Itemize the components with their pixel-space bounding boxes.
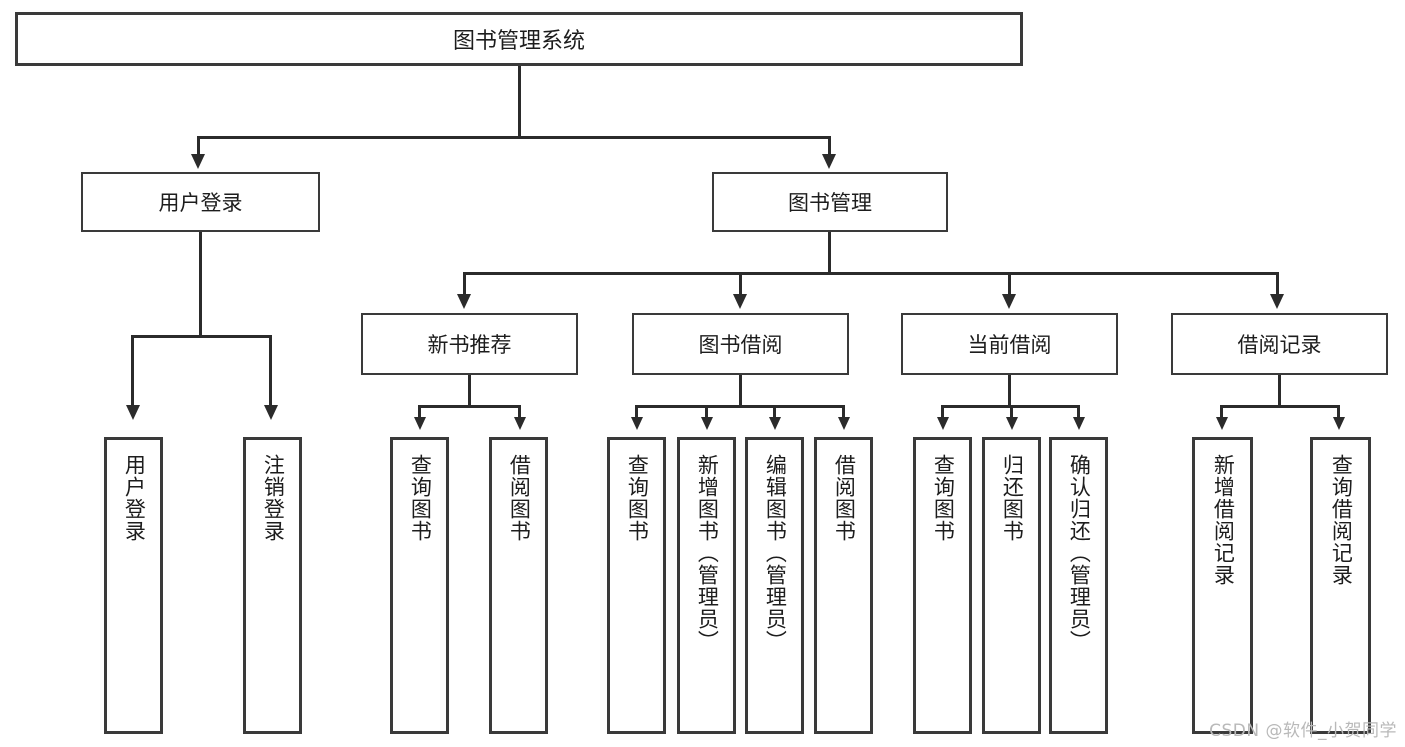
- arrow-root-to-user-login: [191, 154, 205, 169]
- connector-user-login-bar: [131, 335, 270, 338]
- connector-cb-stem: [1008, 375, 1011, 407]
- arrow-cb-to-leaf-1: [937, 417, 949, 430]
- connector-cb-drop-1: [941, 405, 944, 419]
- connector-br-drop-2: [1337, 405, 1340, 419]
- connector-book-management-bar: [463, 272, 1279, 275]
- connector-bb-stem: [739, 375, 742, 407]
- node-label: 图书管理系统: [452, 29, 585, 54]
- arrow-bb-to-leaf-1: [631, 417, 643, 430]
- node-new-book-recommend[interactable]: 新书推荐: [361, 313, 578, 375]
- connector-root-bar: [197, 136, 831, 139]
- connector-bm-drop-1: [463, 272, 466, 296]
- connector-root-to-user-login: [197, 136, 200, 156]
- arrow-bb-to-leaf-2: [701, 417, 713, 430]
- connector-bb-drop-4: [842, 405, 845, 419]
- node-book-management[interactable]: 图书管理: [712, 172, 948, 232]
- connector-nbr-bar: [418, 405, 521, 408]
- connector-nbr-drop-1: [418, 405, 421, 419]
- connector-bm-drop-2: [739, 272, 742, 296]
- leaf-label: 新增借阅记录: [1211, 454, 1236, 586]
- node-label: 借阅记录: [1237, 333, 1322, 357]
- connector-nbr-drop-2: [518, 405, 521, 419]
- node-user-login[interactable]: 用户登录: [81, 172, 320, 232]
- leaf-label: 确认归还（管理员）: [1067, 454, 1092, 652]
- leaf-br-query-record[interactable]: 查询借阅记录: [1310, 437, 1371, 734]
- connector-bb-drop-1: [635, 405, 638, 419]
- leaf-label: 查询图书: [931, 454, 956, 542]
- node-label: 图书管理: [788, 191, 872, 215]
- arrow-nbr-to-leaf-2: [514, 417, 526, 430]
- leaf-bb-edit-book-admin[interactable]: 编辑图书（管理员）: [745, 437, 804, 734]
- arrow-user-login-to-leaf-1: [126, 405, 140, 420]
- leaf-label: 查询图书: [625, 454, 650, 542]
- node-book-borrow[interactable]: 图书借阅: [632, 313, 849, 375]
- connector-bm-drop-3: [1008, 272, 1011, 296]
- arrow-bb-to-leaf-3: [769, 417, 781, 430]
- leaf-user-login-signin[interactable]: 用户登录: [104, 437, 163, 734]
- leaf-label: 归还图书: [1000, 454, 1025, 542]
- connector-bm-drop-4: [1276, 272, 1279, 296]
- connector-br-bar: [1220, 405, 1340, 408]
- leaf-label: 编辑图书（管理员）: [763, 454, 788, 652]
- arrow-root-to-book-management: [822, 154, 836, 169]
- leaf-cb-confirm-return-admin[interactable]: 确认归还（管理员）: [1049, 437, 1108, 734]
- arrow-bm-to-new-book-recommend: [457, 294, 471, 309]
- arrow-bm-to-borrow-record: [1270, 294, 1284, 309]
- leaf-br-add-record[interactable]: 新增借阅记录: [1192, 437, 1253, 734]
- leaf-cb-query-book[interactable]: 查询图书: [913, 437, 972, 734]
- leaf-nbr-borrow-book[interactable]: 借阅图书: [489, 437, 548, 734]
- connector-user-login-stem: [199, 232, 202, 337]
- leaf-label: 查询借阅记录: [1329, 454, 1354, 586]
- connector-cb-drop-3: [1077, 405, 1080, 419]
- connector-bb-drop-3: [773, 405, 776, 419]
- connector-br-drop-1: [1220, 405, 1223, 419]
- arrow-cb-to-leaf-2: [1006, 417, 1018, 430]
- leaf-label: 新增图书（管理员）: [695, 454, 720, 652]
- connector-root-stem: [518, 66, 521, 138]
- leaf-bb-borrow-book[interactable]: 借阅图书: [814, 437, 873, 734]
- connector-bb-drop-2: [705, 405, 708, 419]
- connector-cb-drop-2: [1010, 405, 1013, 419]
- leaf-user-login-signout[interactable]: 注销登录: [243, 437, 302, 734]
- arrow-bm-to-current-borrow: [1002, 294, 1016, 309]
- arrow-bm-to-book-borrow: [733, 294, 747, 309]
- connector-user-login-drop-2: [269, 335, 272, 407]
- connector-bb-bar: [635, 405, 845, 408]
- connector-user-login-drop-1: [131, 335, 134, 407]
- arrow-nbr-to-leaf-1: [414, 417, 426, 430]
- connector-book-management-stem: [828, 232, 831, 274]
- node-label: 当前借阅: [967, 333, 1052, 357]
- leaf-label: 查询图书: [408, 454, 433, 542]
- connector-nbr-stem: [468, 375, 471, 407]
- leaf-bb-query-book[interactable]: 查询图书: [607, 437, 666, 734]
- node-label: 新书推荐: [427, 333, 512, 357]
- node-label: 用户登录: [158, 191, 243, 215]
- connector-root-to-book-management: [828, 136, 831, 156]
- leaf-label: 用户登录: [122, 454, 147, 542]
- arrow-user-login-to-leaf-2: [264, 405, 278, 420]
- arrow-cb-to-leaf-3: [1073, 417, 1085, 430]
- leaf-bb-add-book-admin[interactable]: 新增图书（管理员）: [677, 437, 736, 734]
- leaf-nbr-query-book[interactable]: 查询图书: [390, 437, 449, 734]
- leaf-label: 注销登录: [261, 454, 286, 542]
- node-borrow-record[interactable]: 借阅记录: [1171, 313, 1388, 375]
- arrow-br-to-leaf-1: [1216, 417, 1228, 430]
- arrow-bb-to-leaf-4: [838, 417, 850, 430]
- node-root-book-management-system[interactable]: 图书管理系统: [15, 12, 1023, 66]
- leaf-cb-return-book[interactable]: 归还图书: [982, 437, 1041, 734]
- arrow-br-to-leaf-2: [1333, 417, 1345, 430]
- leaf-label: 借阅图书: [832, 454, 857, 542]
- node-current-borrow[interactable]: 当前借阅: [901, 313, 1118, 375]
- connector-br-stem: [1278, 375, 1281, 407]
- node-label: 图书借阅: [698, 333, 783, 357]
- leaf-label: 借阅图书: [507, 454, 532, 542]
